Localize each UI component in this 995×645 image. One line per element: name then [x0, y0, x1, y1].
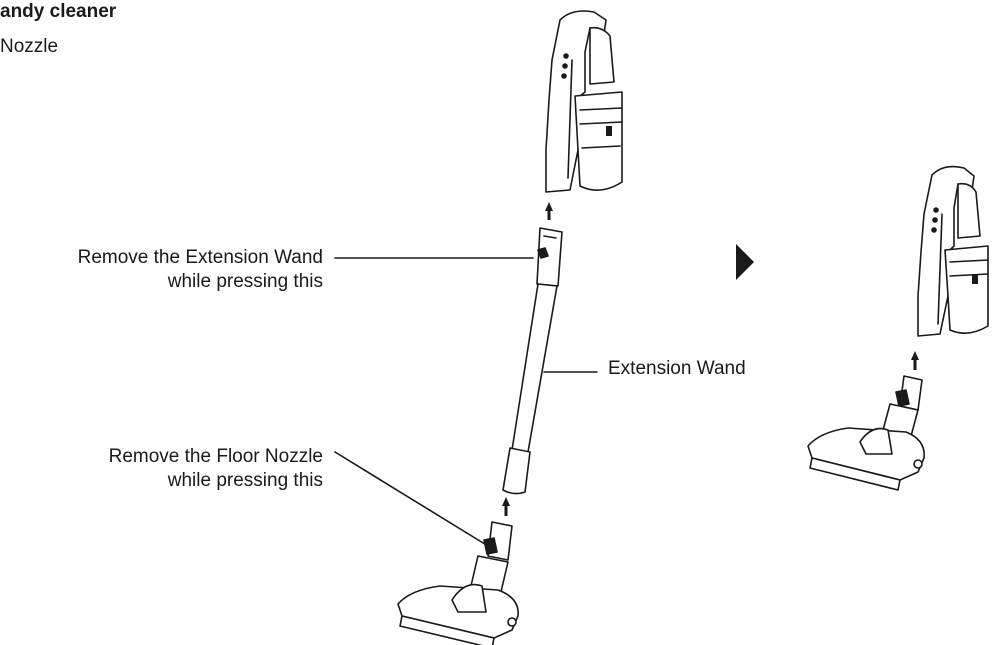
arrow-up-icon: [545, 202, 553, 220]
extension-wand: [503, 228, 562, 494]
floor-nozzle-after: [808, 376, 924, 490]
floor-nozzle: [398, 522, 518, 645]
handy-cleaner-body-after: [918, 167, 988, 336]
handy-cleaner-body: [546, 11, 622, 192]
arrow-up-icon: [911, 351, 919, 370]
arrow-up-icon: [502, 497, 510, 516]
triangle-right-icon: [736, 244, 754, 280]
nozzle-release-leader: [335, 452, 488, 546]
